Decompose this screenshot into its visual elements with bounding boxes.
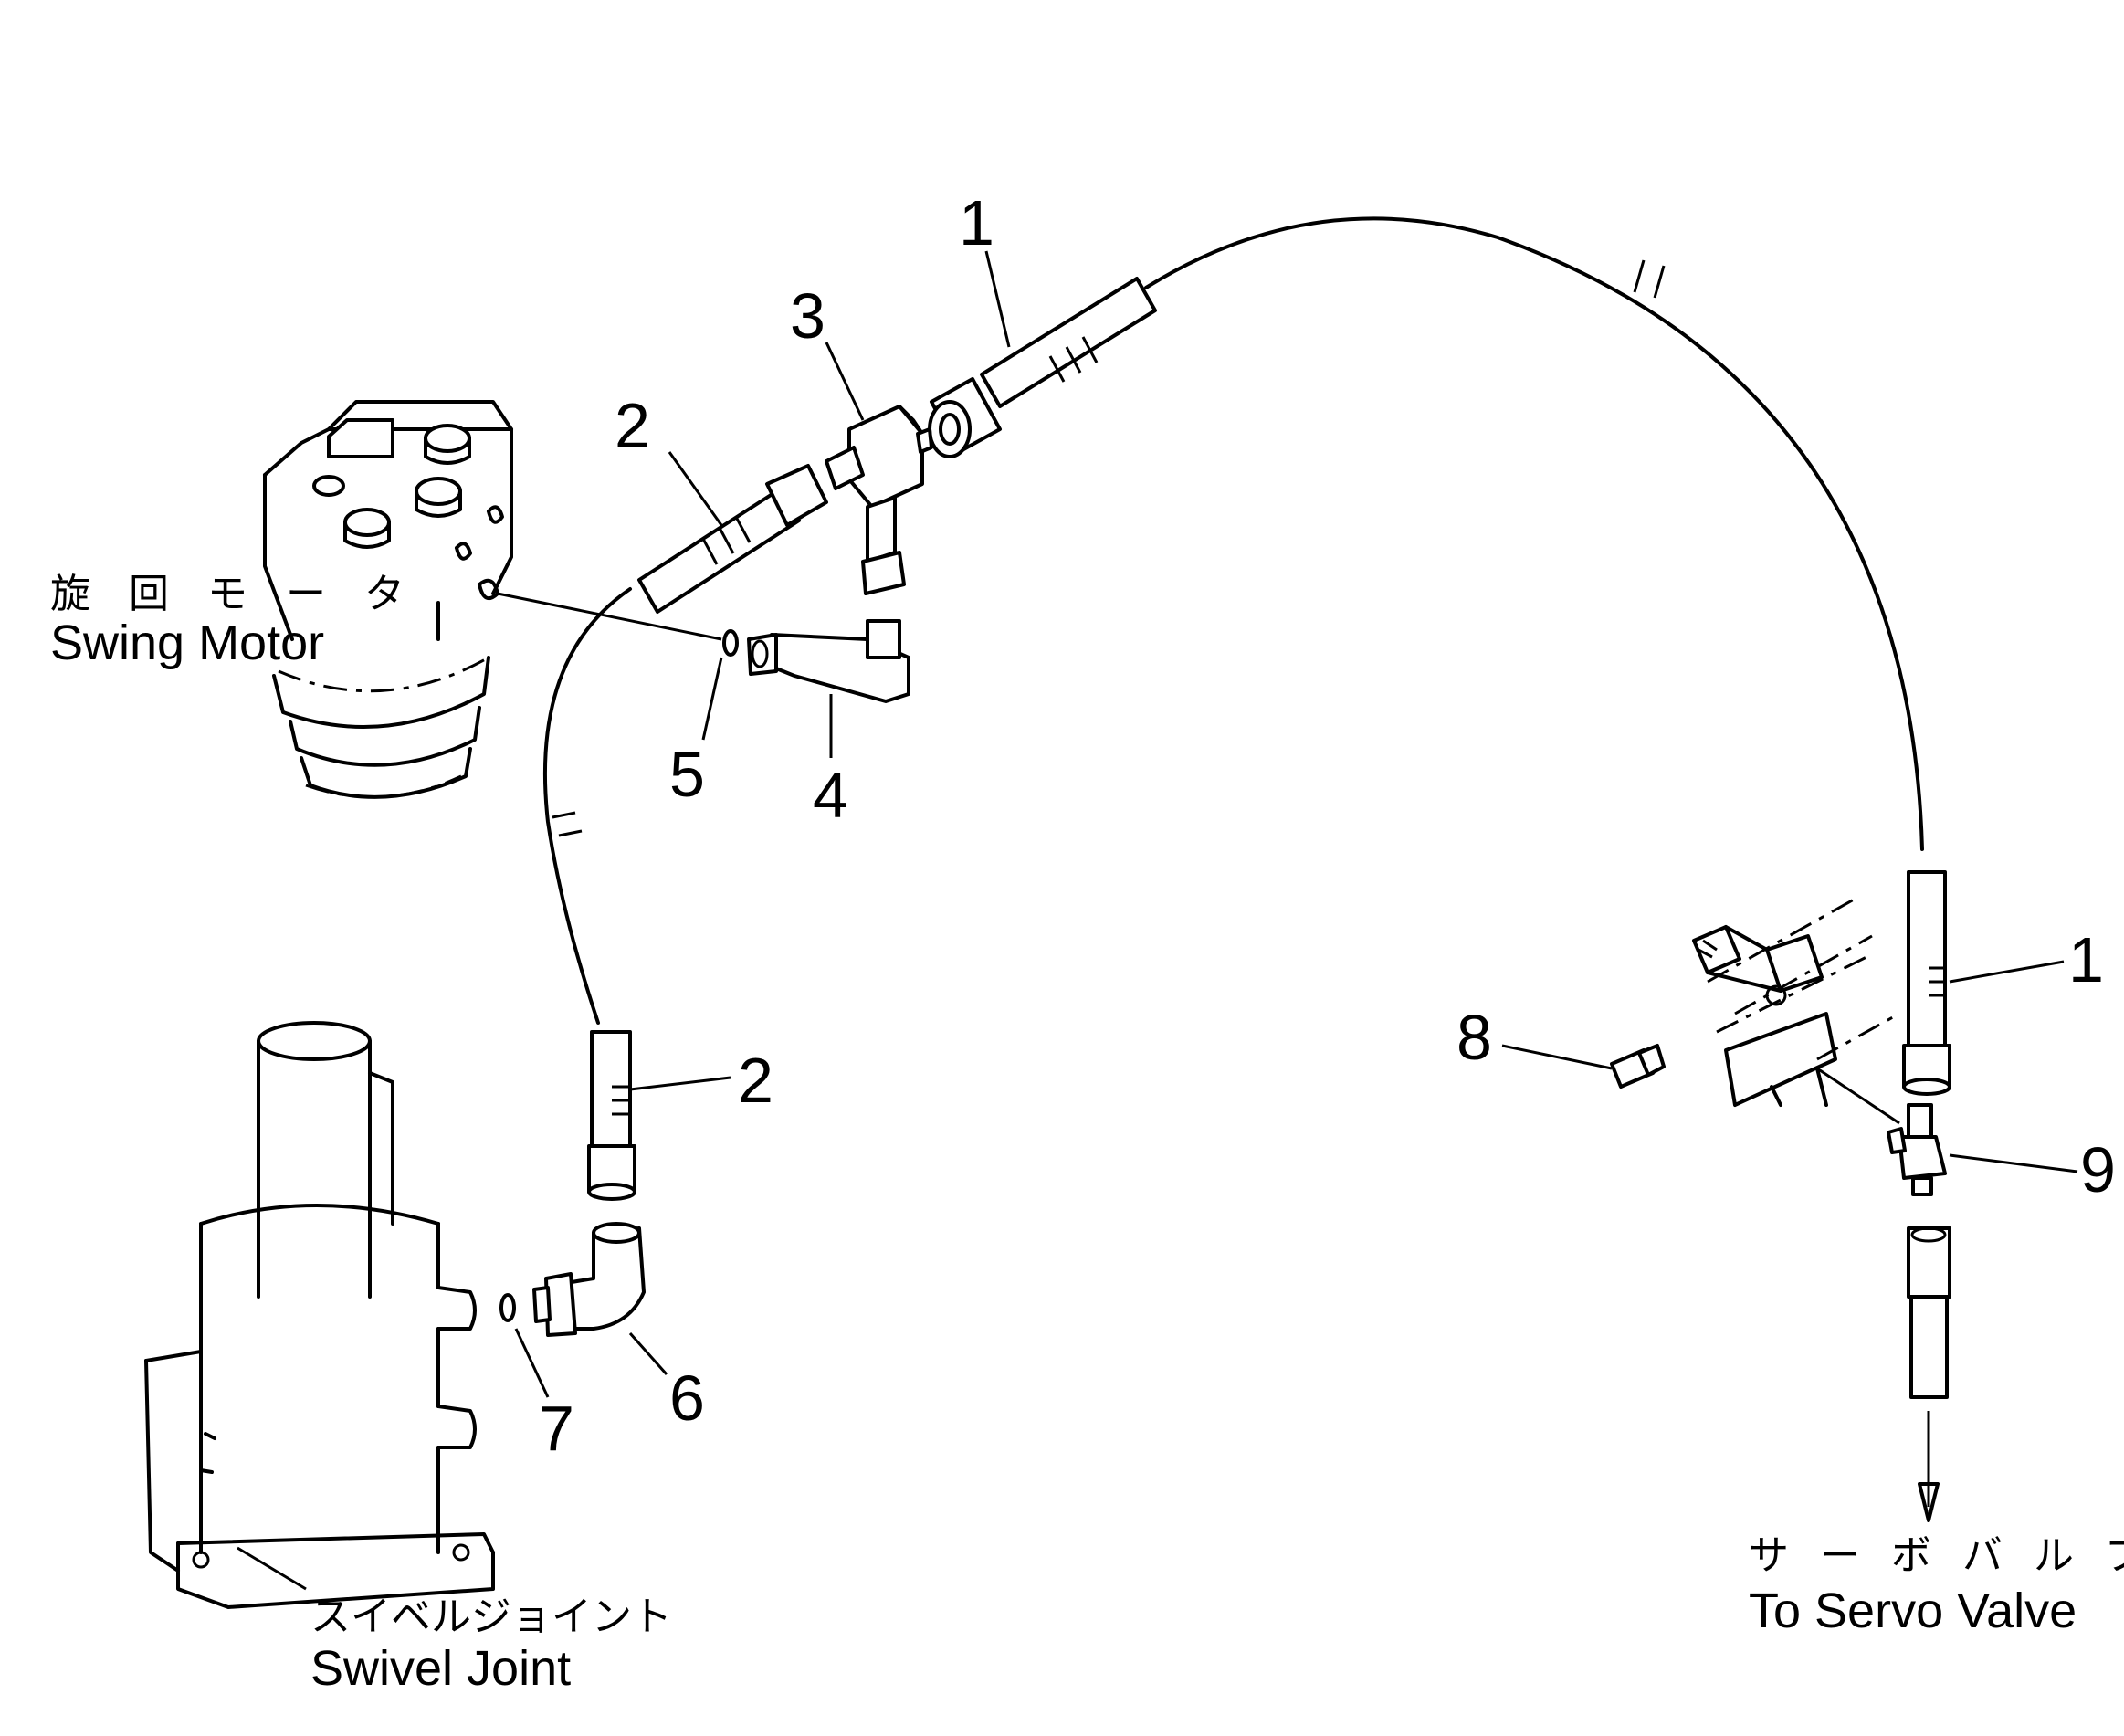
swing-motor-label-en: Swing Motor	[50, 615, 324, 670]
servo-valve-label-en: To Servo Valve	[1749, 1583, 2077, 1638]
swing-motor	[263, 400, 513, 799]
callout-1-right: 1	[2068, 924, 2104, 995]
swivel-joint	[144, 1021, 495, 1609]
servo-valve-label-jp: サ ー ボ バ ル ブ へ	[1749, 1532, 2124, 1579]
servo-valve-block	[1692, 898, 1900, 1125]
hose-1	[928, 216, 1951, 1096]
callout-1-top: 1	[959, 187, 994, 258]
hose-to-servo-valve	[1907, 1226, 1951, 1522]
o-ring-5	[722, 629, 739, 657]
swing-motor-label-jp: 旋 回 モ ー タ	[50, 571, 417, 617]
leader-lines	[237, 250, 2078, 1591]
callout-8: 8	[1456, 1002, 1492, 1073]
elbow-fitting-6	[532, 1222, 646, 1337]
elbow-fitting-4	[747, 619, 910, 703]
callout-2-lower: 2	[738, 1045, 773, 1116]
motor-to-elbow-line	[497, 592, 722, 641]
callout-4: 4	[813, 760, 848, 831]
callout-6: 6	[669, 1362, 705, 1434]
swivel-joint-label-jp: スイベルジョイント	[310, 1594, 672, 1640]
swivel-joint-label-en: Swivel Joint	[310, 1641, 571, 1696]
plug-fitting-8	[1610, 1044, 1666, 1089]
hose-2	[542, 464, 828, 1201]
callout-7: 7	[539, 1393, 574, 1464]
o-ring-7	[499, 1293, 516, 1322]
tee-fitting-3	[825, 405, 933, 595]
callout-9: 9	[2080, 1134, 2116, 1205]
callout-2-top: 2	[615, 390, 650, 461]
tee-fitting-9	[1887, 1103, 1947, 1196]
callout-3: 3	[790, 280, 825, 352]
callout-5: 5	[669, 739, 705, 810]
